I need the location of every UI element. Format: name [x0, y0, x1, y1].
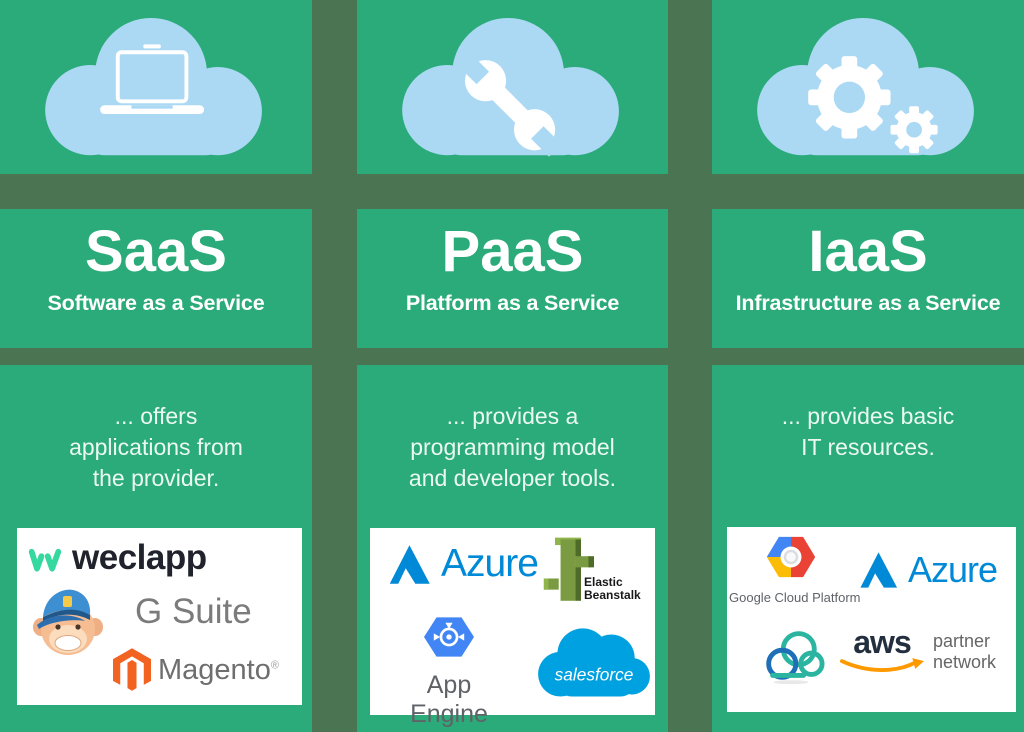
azure-wordmark: Azure: [908, 549, 998, 590]
saas-title: SaaS: [85, 219, 227, 284]
app-engine-icon: [424, 617, 474, 657]
google-cloud-platform-wordmark: Google Cloud Platform: [729, 590, 861, 605]
paas-subtitle: Platform as a Service: [405, 291, 620, 315]
aws-smile-icon: [840, 658, 924, 672]
azure-logo: Azure: [386, 542, 539, 586]
paas-logo-box: Azure Elastic Beanstalk: [370, 528, 655, 728]
laptop-glyph: [100, 44, 205, 115]
iaas-title-panel: IaaS Infrastructure as a Service: [712, 209, 1024, 348]
iaas-description: ... provides basic IT resources.: [781, 403, 955, 460]
azure-icon: [860, 552, 898, 588]
iaas-logo-box: Google Cloud Platform Azure aws: [727, 527, 1016, 712]
elastic-beanstalk-wordmark: Elastic Beanstalk: [584, 575, 641, 602]
aws-logo: aws: [839, 624, 925, 680]
elastic-beanstalk-icon: [543, 537, 594, 601]
magento-logo: Magento®: [113, 648, 279, 692]
google-cloud-platform-logo: Google Cloud Platform: [729, 535, 861, 605]
cloud-logo-icon: [766, 631, 825, 685]
wrench-glyph: [458, 53, 562, 157]
saas-icon-panel: [0, 0, 312, 174]
salesforce-logo: salesforce: [538, 628, 650, 697]
iaas-body-panel: ... provides basic IT resources. Google …: [712, 365, 1024, 732]
app-engine-wordmark: App Engine: [410, 671, 488, 728]
wrench-cloud-icon: [401, 17, 619, 157]
aws-partner-network-label: partner network: [933, 631, 997, 672]
iaas-title: IaaS: [808, 219, 928, 284]
paas-description: ... provides a programming model and dev…: [408, 403, 617, 491]
paas-title: PaaS: [441, 219, 584, 284]
paas-title-panel: PaaS Platform as a Service: [357, 209, 668, 348]
saas-title-panel: SaaS Software as a Service: [0, 209, 312, 348]
weclapp-logo: weclapp: [27, 538, 207, 578]
aws-wordmark: aws: [853, 624, 911, 660]
app-engine-logo: App Engine: [386, 612, 512, 729]
weclapp-wordmark: weclapp: [72, 538, 207, 577]
elastic-beanstalk-logo: Elastic Beanstalk: [542, 536, 652, 614]
azure-wordmark: Azure: [441, 542, 539, 585]
magento-wordmark: Magento®: [158, 653, 279, 686]
paas-icon-panel: [357, 0, 668, 174]
saas-subtitle: Software as a Service: [47, 291, 265, 315]
gears-cloud-icon: [757, 17, 974, 156]
saas-body-panel: ... offers applications from the provide…: [0, 365, 312, 732]
paas-body-panel: ... provides a programming model and dev…: [357, 365, 668, 732]
saas-description: ... offers applications from the provide…: [69, 403, 243, 491]
magento-icon: [113, 648, 151, 691]
laptop-cloud-icon: [45, 17, 262, 156]
google-cloud-platform-icon: [766, 536, 816, 578]
weclapp-icon: [28, 548, 62, 572]
gsuite-logo: G Suite: [135, 592, 252, 631]
azure-icon: [389, 544, 430, 584]
mailchimp-freddie-icon: [33, 589, 103, 655]
iaas-icon-panel: [712, 0, 1024, 174]
azure-logo-iaas: Azure: [857, 549, 998, 591]
salesforce-wordmark: salesforce: [555, 664, 634, 684]
gears-glyph: [808, 56, 938, 154]
saas-logo-box: weclapp G Suite: [17, 528, 302, 705]
iaas-subtitle: Infrastructure as a Service: [735, 291, 1001, 315]
